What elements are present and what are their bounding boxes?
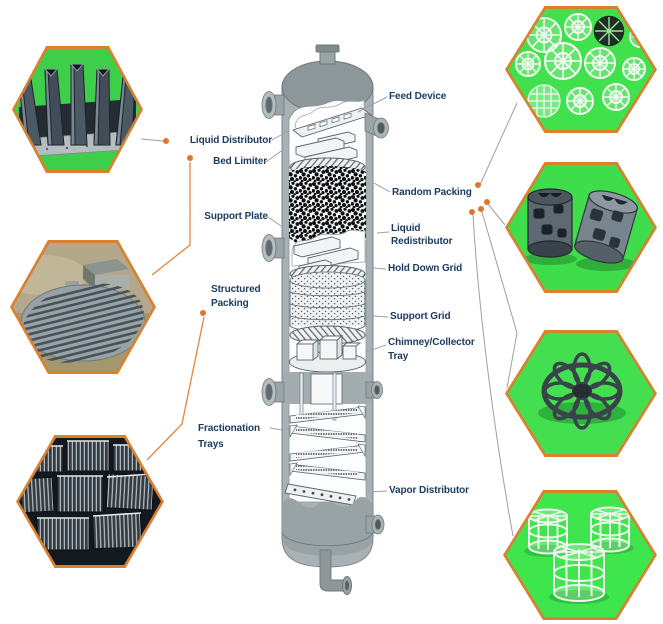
vapor-distributor-drawing [284, 483, 357, 506]
connector-dots [163, 138, 490, 316]
feed-device-drawing [292, 99, 372, 138]
hold-down-grid-label: Hold Down Grid [388, 262, 462, 276]
structured-packing-drawing [289, 271, 366, 333]
chimney-collector-tray-drawing [289, 335, 366, 373]
label-text: Vapor Distributor [389, 485, 469, 496]
label-text: Feed Device [389, 91, 447, 102]
liquid-distributor-label: Liquid Distributor [190, 134, 272, 148]
label-text: Fractionation [198, 423, 261, 434]
label-text: Random Packing [392, 187, 472, 198]
bottom-outlet-pipe [319, 549, 352, 595]
support-grid-label: Support Grid [390, 310, 451, 324]
connector-lines [140, 96, 518, 537]
label-text: Support Plate [204, 211, 268, 222]
connector-lines-orange [146, 162, 205, 461]
bottom-liquid-drawing [283, 497, 372, 556]
label-text: Structured [211, 284, 261, 295]
label-text: Packing [211, 298, 249, 309]
bed-limiter-label: Bed Limiter [213, 155, 267, 169]
label-text: Hold Down Grid [388, 263, 463, 274]
left-nozzles [261, 91, 285, 406]
right-nozzles [364, 112, 389, 535]
fractionation-trays-drawing [289, 405, 366, 481]
liquid-redistributor-label: Liquid Redistributor [391, 222, 453, 248]
vapor-distributor-label: Vapor Distributor [389, 484, 469, 498]
liquid-redistributor-drawing [291, 228, 366, 275]
packed-column-drawing [261, 44, 389, 595]
support-plate-label: Support Plate [204, 210, 268, 224]
label-text: Redistributor [391, 236, 453, 247]
label-text: Liquid [391, 223, 421, 234]
random-packing-label: Random Packing [392, 186, 472, 200]
label-text: Liquid Distributor [189, 135, 272, 146]
chimney-collector-tray-label: Chimney/Collector Tray [388, 336, 475, 364]
label-text: Trays [198, 439, 224, 450]
label-text: Support Grid [390, 311, 451, 322]
label-text: Chimney/Collector [388, 337, 475, 348]
label-text: Tray [388, 351, 409, 362]
structured-packing-label: Structured Packing [211, 283, 261, 311]
column-mid-band [283, 372, 372, 421]
feed-device-label: Feed Device [389, 90, 446, 104]
label-text: Bed Limiter [213, 156, 267, 167]
fractionation-trays-label: Fractionation Trays [198, 421, 260, 453]
